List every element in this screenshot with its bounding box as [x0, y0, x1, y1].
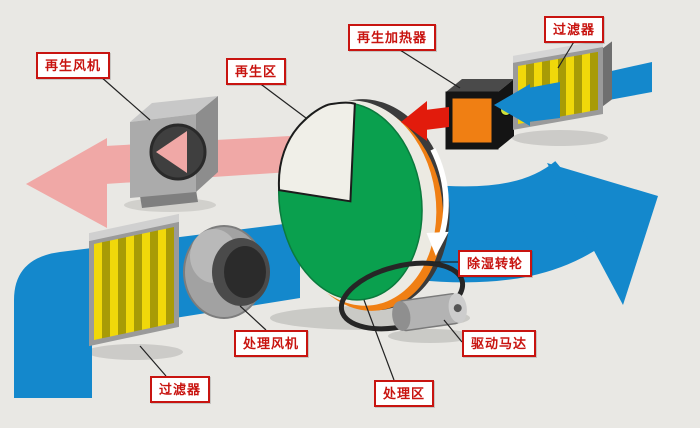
label-filter-top-right: 过滤器: [544, 16, 605, 43]
motor-body-group: [392, 293, 467, 332]
leader-filter-top: [557, 39, 576, 69]
filter-bottom-graphic: [89, 213, 179, 347]
leader-process-zone: [363, 299, 395, 381]
desiccant-wheel-graphic: [277, 99, 450, 311]
label-regeneration-zone: 再生区: [226, 58, 287, 85]
label-process-fan: 处理风机: [234, 330, 309, 357]
leader-regen-zone: [257, 81, 307, 119]
wheel-regen-sector: [277, 101, 356, 203]
filter-bottom-shadow: [87, 344, 183, 360]
filtered-air-band: [528, 82, 560, 122]
filter-bottom-edge: [89, 213, 179, 242]
leader-lines: [99, 39, 576, 381]
process-fan-inlet: [224, 246, 266, 298]
leader-motor: [443, 319, 463, 343]
label-regeneration-heater: 再生加热器: [348, 24, 437, 51]
hot-air-band: [425, 107, 449, 130]
motor-shadow: [388, 329, 472, 343]
heater-top-face: [446, 79, 514, 92]
filtered-air-arrowhead: [494, 84, 530, 126]
regen-exhaust-arrowhead: [26, 138, 107, 228]
heater-front-face: [445, 91, 499, 150]
label-process-zone: 处理区: [374, 380, 435, 407]
regen-fan-top-face: [130, 96, 218, 122]
leader-regen-fan: [99, 75, 151, 121]
regen-fan-graphic: [130, 96, 218, 208]
leader-process-fan: [239, 305, 267, 331]
wheel-rotation-arrowhead: [426, 231, 449, 256]
wheel-rotation-arrow: [430, 148, 449, 243]
process-air-outlet-arrowhead: [547, 163, 658, 305]
process-fan-graphic: [183, 225, 270, 319]
regen-fan-flow-arrowhead: [156, 131, 187, 173]
hot-air-arrowhead: [401, 101, 427, 141]
label-drive-motor: 驱动马达: [462, 330, 537, 357]
label-dehumidification-wheel: 除湿转轮: [458, 250, 533, 277]
leader-filter-bottom: [139, 345, 167, 377]
label-filter-bottom-left: 过滤器: [150, 376, 211, 403]
leader-regen-heater: [399, 49, 461, 89]
hot-air-arrow: [401, 101, 449, 141]
filter-top-shadow: [512, 130, 608, 146]
regen-heater-graphic: [445, 79, 514, 150]
drive-motor-graphic: [338, 260, 467, 332]
motor-shaft: [453, 304, 462, 313]
filtered-air-to-heater-arrow: [494, 82, 560, 126]
label-regeneration-fan: 再生风机: [36, 52, 111, 79]
motor-end-cap: [392, 301, 411, 331]
filter-bottom-pleats: [94, 226, 174, 340]
filter-top-edge: [513, 40, 603, 63]
